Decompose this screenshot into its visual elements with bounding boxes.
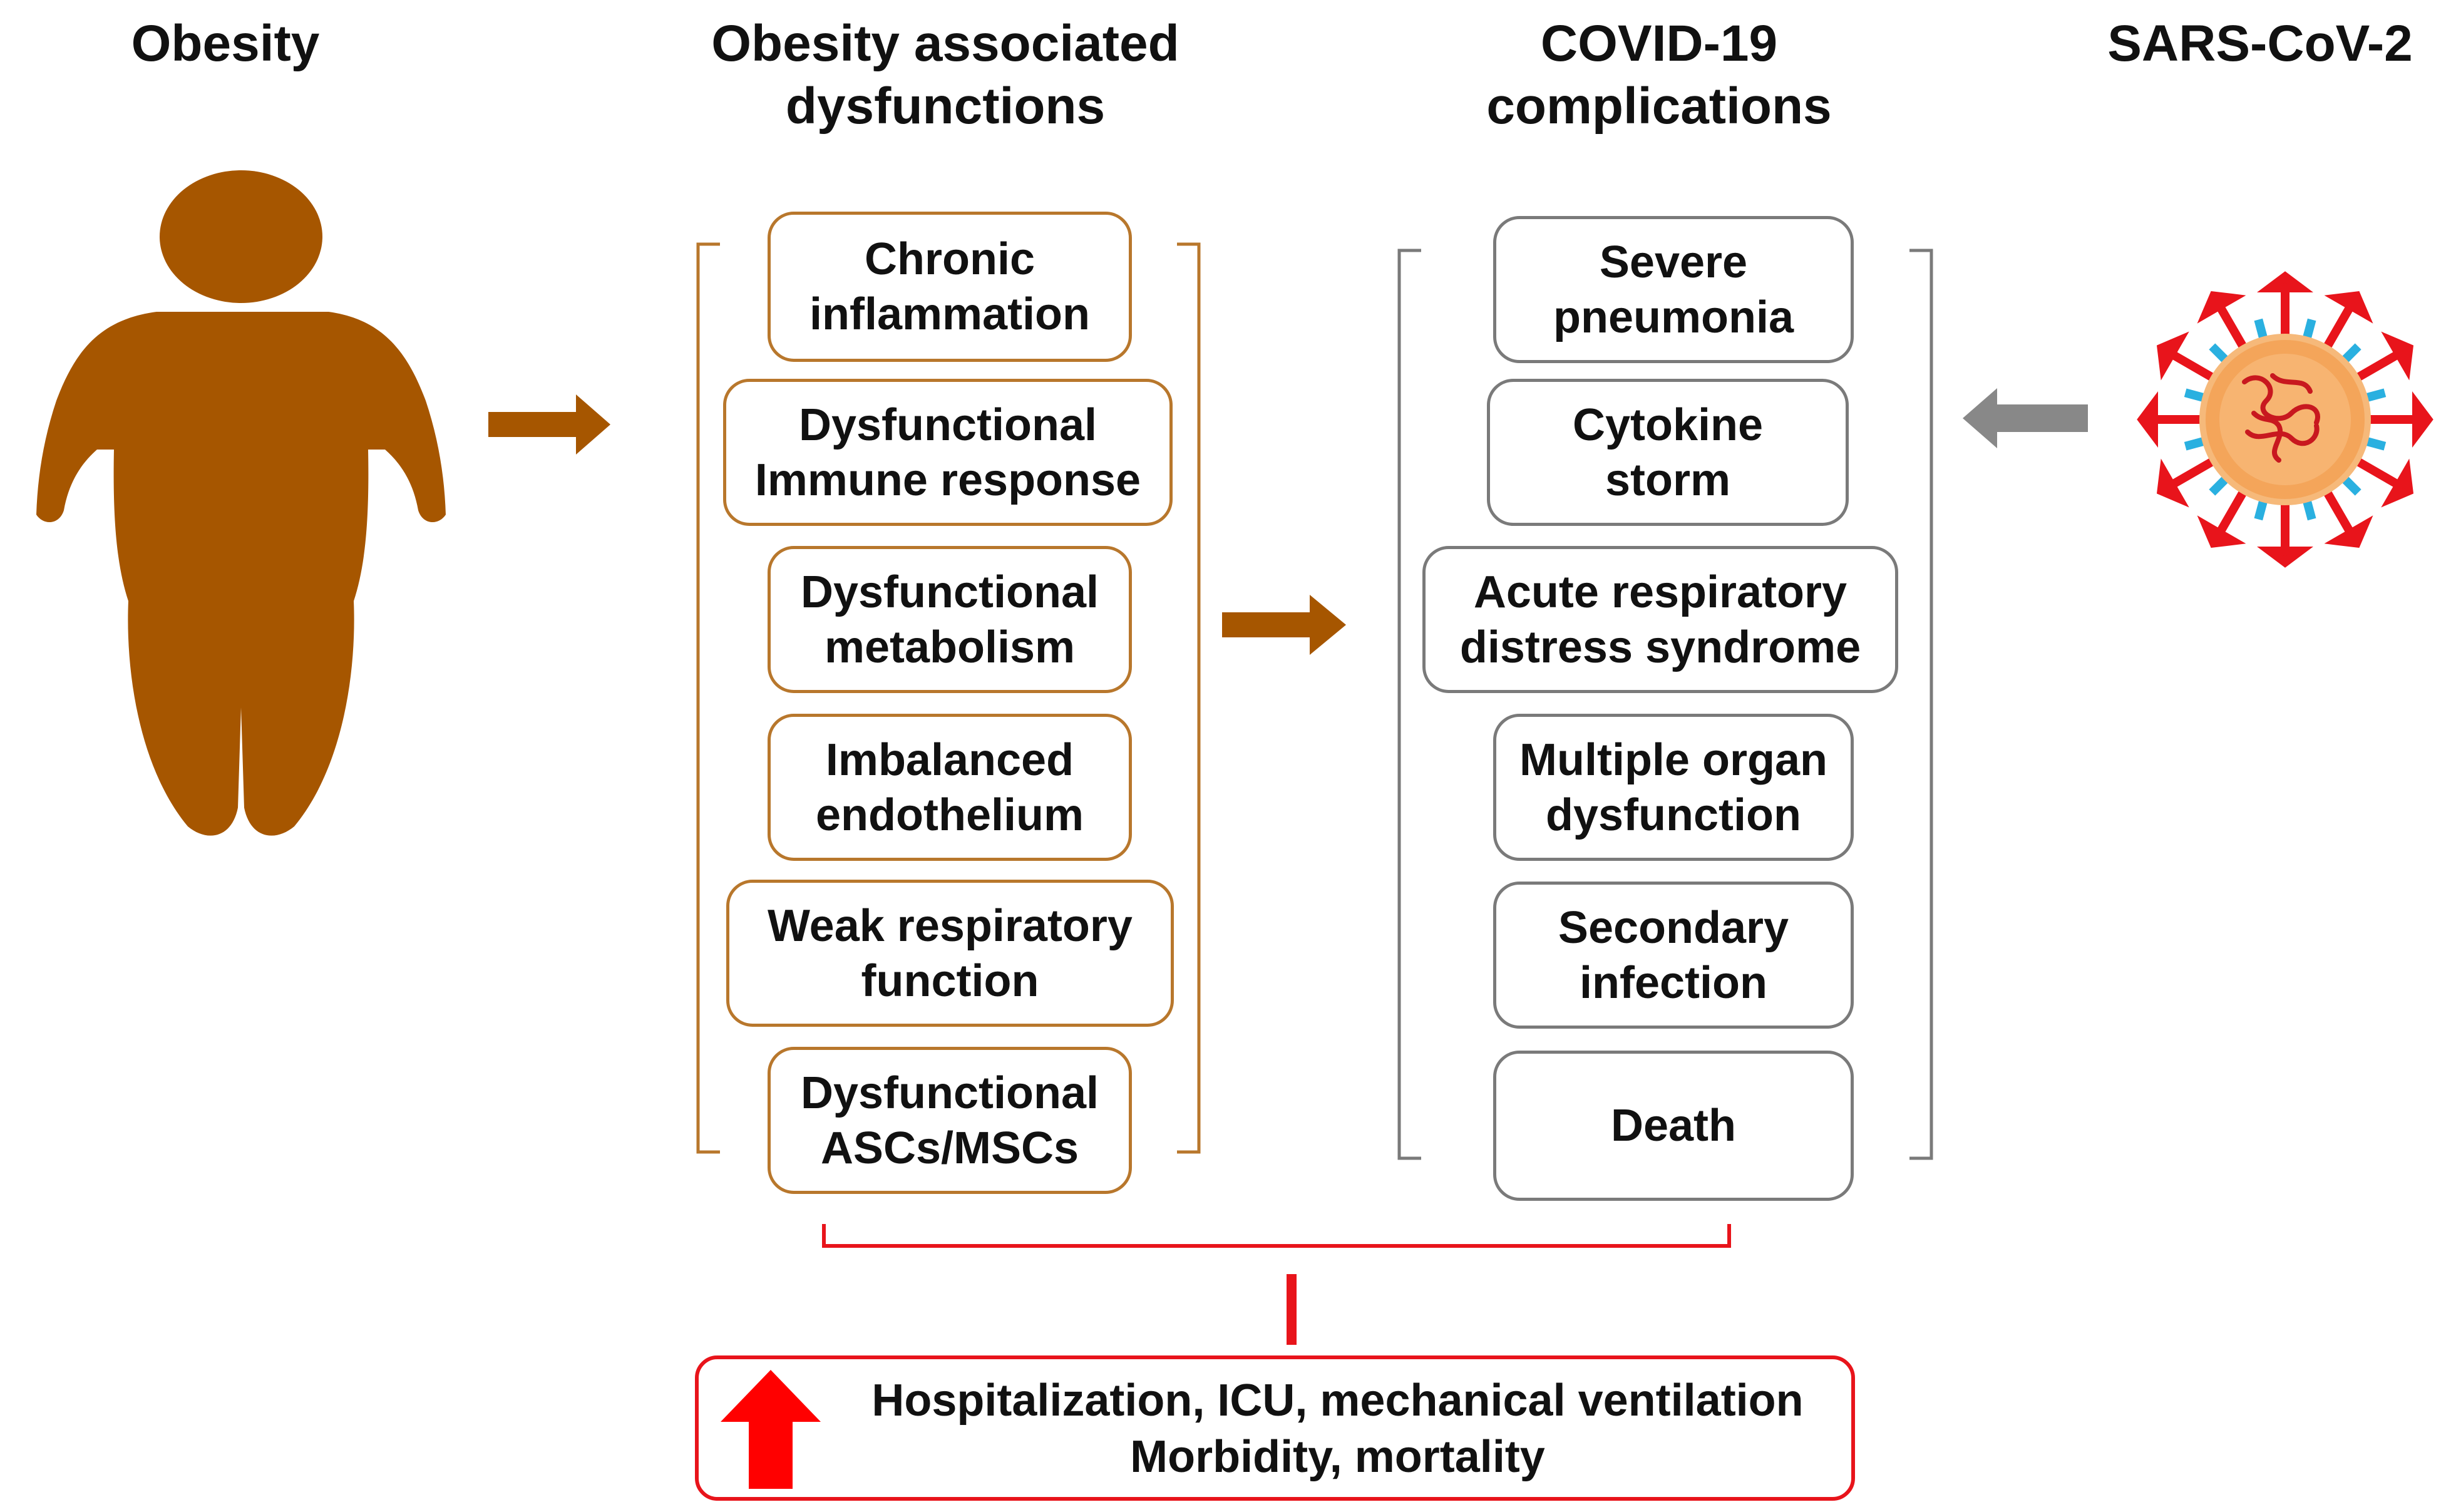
spike xyxy=(2215,303,2247,349)
outcome-bracket xyxy=(822,1224,1731,1248)
box-label: endothelium xyxy=(816,789,1084,840)
box-label: Dysfunctional xyxy=(798,399,1097,450)
box-label: infection xyxy=(1580,957,1767,1008)
spike xyxy=(2169,458,2214,490)
box-label: Dysfunctional xyxy=(800,567,1099,617)
arrow-obesity-to-dysfunctions xyxy=(488,394,610,455)
spike xyxy=(2323,303,2355,349)
box-label: Acute respiratory xyxy=(1473,567,1847,617)
box-label: function xyxy=(861,955,1039,1006)
header-dysfunctions-line2: dysfunctions xyxy=(785,78,1106,135)
spike-head xyxy=(2324,515,2373,548)
complication-box-death: Death xyxy=(1493,1051,1854,1201)
box-label: inflammation xyxy=(809,289,1091,339)
outcome-line-1: Hospitalization, ICU, mechanical ventila… xyxy=(871,1376,1804,1426)
outcome-line-2: Morbidity, mortality xyxy=(1130,1432,1545,1482)
header-dysfunctions: Obesity associated dysfunctions xyxy=(639,13,1252,138)
box-label: Death xyxy=(1610,1101,1737,1151)
spike-head xyxy=(2257,271,2313,292)
box-label: storm xyxy=(1605,455,1731,505)
spike xyxy=(2356,458,2402,490)
box-label: Secondary xyxy=(1558,902,1789,953)
box-label: ASCs/MSCs xyxy=(820,1123,1079,1173)
box-label: metabolism xyxy=(824,622,1076,672)
spike-head xyxy=(2156,331,2189,381)
spike-head xyxy=(2137,391,2158,448)
obesity-figure-icon xyxy=(36,170,446,836)
spike-head xyxy=(2197,515,2246,548)
arrow-virus-to-covid xyxy=(1963,388,2088,448)
spike-head xyxy=(2156,458,2189,508)
box-label: dysfunction xyxy=(1545,789,1801,840)
spike xyxy=(2323,490,2355,536)
arrow-dysfunctions-to-covid xyxy=(1222,595,1346,655)
spike-head xyxy=(2381,331,2414,381)
dysfunctions-bracket xyxy=(696,242,1201,1154)
header-virus: SARS-CoV-2 xyxy=(2107,15,2413,72)
header-covid-line2: complications xyxy=(1486,78,1832,135)
box-label: Dysfunctional xyxy=(800,1067,1099,1118)
spike-head xyxy=(2324,291,2373,324)
spike-head xyxy=(2197,291,2246,324)
box-label: Severe xyxy=(1599,237,1748,287)
header-covid-line1: COVID-19 xyxy=(1540,15,1778,72)
spike xyxy=(2169,349,2214,381)
outcome-box: Hospitalization, ICU, mechanical ventila… xyxy=(695,1355,1855,1501)
header-dysfunctions-line1: Obesity associated xyxy=(711,15,1179,72)
box-label: Multiple organ xyxy=(1519,734,1827,785)
box-label: Cytokine xyxy=(1572,399,1764,450)
box-label: Imbalanced xyxy=(825,734,1074,785)
spike xyxy=(2356,349,2402,381)
box-label: Chronic xyxy=(864,234,1035,284)
box-label: pneumonia xyxy=(1553,292,1794,342)
complications-bracket xyxy=(1397,249,1933,1160)
box-label: distress syndrome xyxy=(1459,622,1861,672)
spike xyxy=(2215,490,2247,536)
spike-head xyxy=(2381,458,2414,508)
header-covid: COVID-19 complications xyxy=(1440,13,1878,138)
sars-cov-2-virus-icon xyxy=(2137,271,2433,568)
header-obesity: Obesity xyxy=(131,15,320,72)
box-label: Weak respiratory xyxy=(768,900,1133,951)
spike-head xyxy=(2257,547,2313,568)
up-arrow-icon xyxy=(721,1370,821,1489)
spike-head xyxy=(2412,391,2433,448)
box-label: Immune response xyxy=(754,455,1141,505)
